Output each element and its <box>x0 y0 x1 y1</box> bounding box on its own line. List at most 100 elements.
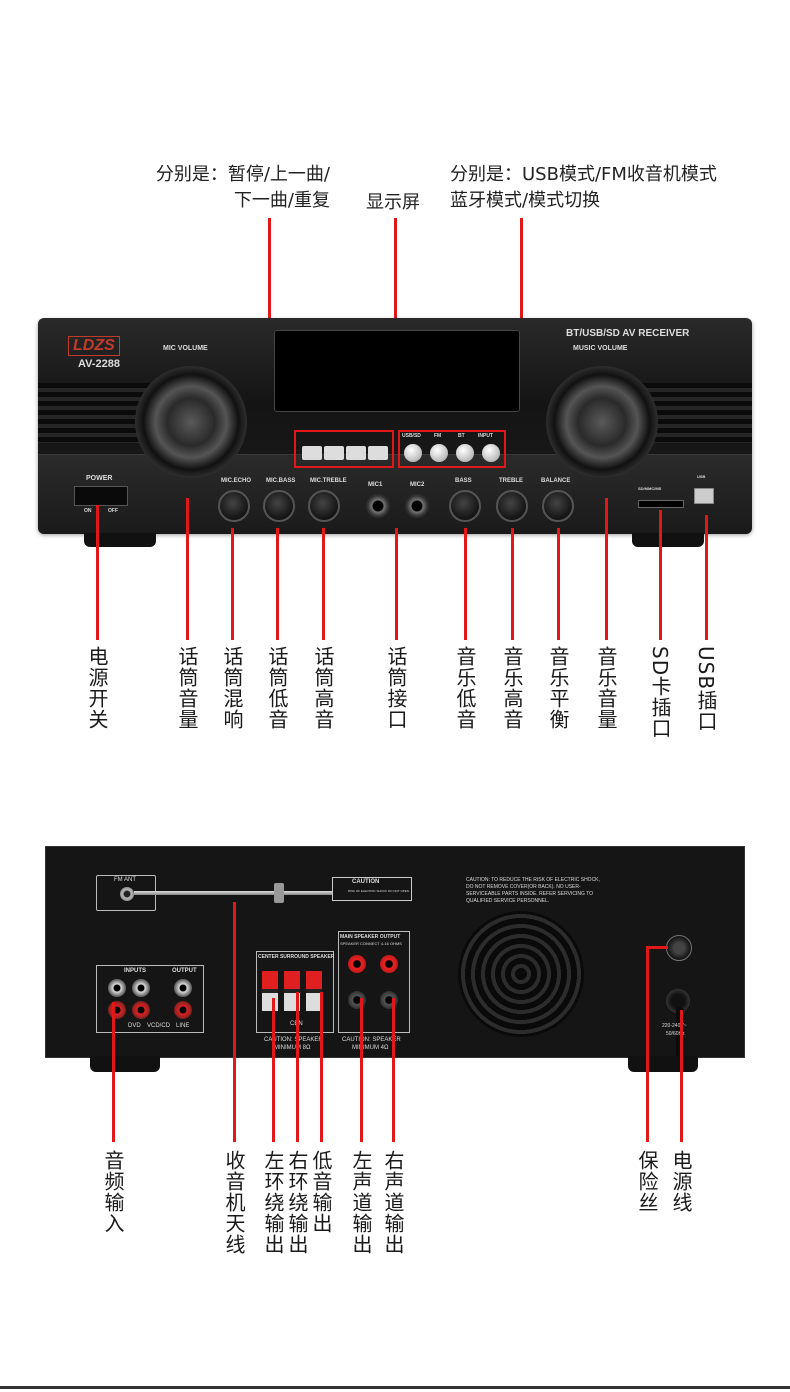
callout-playback-line1: 分别是：暂停/上一曲/ <box>155 164 330 185</box>
caution-text-4: QUALIFIED SERVICE PERSONNEL. <box>466 898 550 904</box>
bass-label: BASS <box>455 478 472 484</box>
rca-line-l[interactable] <box>174 979 192 997</box>
mic-bass-label: MIC.BASS <box>266 478 296 484</box>
label-mic-echo: 话筒混响 <box>220 646 244 730</box>
main-terminal-r-black[interactable] <box>348 991 366 1009</box>
rca-vcd-r[interactable] <box>132 1001 150 1019</box>
fm-antenna-rod[interactable] <box>134 891 332 895</box>
callout-display: 显示屏 <box>366 192 420 213</box>
fm-button[interactable] <box>430 444 448 462</box>
label-music-balance: 音乐平衡 <box>546 646 570 730</box>
inputs-label: INPUTS <box>124 968 147 974</box>
mode-label-usb: USB/SD <box>402 433 421 439</box>
prev-button[interactable] <box>324 446 344 460</box>
mode-label-bt: BT <box>458 433 465 439</box>
label-right-surround: 右环绕输出 <box>285 1150 309 1255</box>
rca-dvd-l[interactable] <box>108 979 126 997</box>
mic-volume-knob[interactable] <box>135 366 247 478</box>
treble-label: TREBLE <box>499 478 523 484</box>
speaker-connect-label: SPEAKER CONNECT 4-16 OHMS <box>340 941 402 946</box>
label-right-channel: 右声道输出 <box>381 1150 405 1255</box>
label-subwoofer: 低音输出 <box>309 1150 333 1234</box>
fm-ant-jack[interactable] <box>120 887 134 901</box>
line-right-channel <box>392 998 395 1142</box>
rca-dvd-r[interactable] <box>108 1001 126 1019</box>
input-button[interactable] <box>482 444 500 462</box>
line-fuse <box>646 946 649 1142</box>
label-sd-slot: SD卡插口 <box>648 646 672 740</box>
display-screen <box>274 330 520 412</box>
label-power: 电源开关 <box>85 646 109 730</box>
line-left-channel <box>360 998 363 1142</box>
next-button[interactable] <box>346 446 366 460</box>
rear-foot-left <box>90 1056 160 1072</box>
mic-treble-label: MIC.TREBLE <box>310 478 347 484</box>
callout-mode-line1: 分别是：USB模式/FM收音机模式 <box>450 164 717 185</box>
bass-knob[interactable] <box>449 490 481 522</box>
bottom-divider <box>0 1386 790 1389</box>
power-on-label: ON <box>84 508 92 514</box>
playback-button-bank <box>294 430 394 468</box>
line-usb-port <box>705 515 708 640</box>
mic-bass-knob[interactable] <box>263 490 295 522</box>
repeat-button[interactable] <box>368 446 388 460</box>
voltage-label: 220-240V~ <box>662 1023 687 1029</box>
mic-treble-knob[interactable] <box>308 490 340 522</box>
mode-button-bank: USB/SD FM BT INPUT <box>398 430 506 468</box>
label-fuse: 保险丝 <box>635 1150 659 1213</box>
caution-text-1: CAUTION: TO REDUCE THE RISK OF ELECTRIC … <box>466 877 600 883</box>
front-foot-right <box>632 533 704 547</box>
surround-terminal-l[interactable] <box>262 971 278 1011</box>
caution-text-3: SERVICEABLE PARTS INSIDE. REFER SERVICIN… <box>466 891 593 897</box>
surround-terminal-cen[interactable] <box>306 971 322 1011</box>
label-power-cord: 电源线 <box>669 1150 693 1213</box>
fm-antenna-clip <box>274 883 284 903</box>
balance-knob[interactable] <box>542 490 574 522</box>
callout-mode-buttons: 分别是：USB模式/FM收音机模式 蓝牙模式/模式切换 <box>450 162 717 214</box>
music-volume-knob[interactable] <box>546 366 658 478</box>
label-music-treble: 音乐高音 <box>500 646 524 730</box>
treble-knob[interactable] <box>496 490 528 522</box>
pause-button[interactable] <box>302 446 322 460</box>
label-mic-bass: 话筒低音 <box>265 646 289 730</box>
mic2-jack[interactable] <box>405 494 429 518</box>
callout-playback-line2: 下一曲/重复 <box>233 190 330 211</box>
mic-volume-label: MIC VOLUME <box>163 345 208 352</box>
line-fuse-h <box>646 946 668 949</box>
fan-grille <box>458 911 584 1037</box>
line-mic-jack <box>395 528 398 640</box>
front-foot-left <box>84 533 156 547</box>
sd-card-slot[interactable] <box>638 500 684 508</box>
mode-label-input: INPUT <box>478 433 493 439</box>
label-left-surround: 左环绕输出 <box>261 1150 285 1255</box>
main-terminal-l-red[interactable] <box>380 955 398 973</box>
line-mic-volume <box>186 498 189 640</box>
vcdcd-label: VCD/CD <box>147 1023 171 1029</box>
center-surround-block <box>256 951 334 1033</box>
label-audio-input: 音频输入 <box>101 1150 125 1234</box>
bt-button[interactable] <box>456 444 474 462</box>
main-terminal-r-red[interactable] <box>348 955 366 973</box>
line-subwoofer <box>320 992 323 1142</box>
caution-speaker-1: CAUTION: SPEAKER <box>264 1037 323 1043</box>
mic1-label: MIC1 <box>368 482 383 488</box>
fuse-holder[interactable] <box>666 935 692 961</box>
power-switch[interactable] <box>74 486 128 506</box>
mic-echo-label: MIC.ECHO <box>221 478 251 484</box>
callout-mode-line2: 蓝牙模式/模式切换 <box>450 190 601 211</box>
main-terminal-l-black[interactable] <box>380 991 398 1009</box>
mic1-jack[interactable] <box>366 494 390 518</box>
rca-vcd-l[interactable] <box>132 979 150 997</box>
label-mic-jack: 话筒接口 <box>384 646 408 730</box>
receiver-title: BT/USB/SD AV RECEIVER <box>566 328 690 339</box>
caution-speaker-2: MINIMUM 8Ω <box>274 1045 311 1051</box>
caution-title: CAUTION <box>352 879 380 885</box>
usb-port[interactable] <box>694 488 714 504</box>
mic-echo-knob[interactable] <box>218 490 250 522</box>
line-mic-treble <box>322 528 325 640</box>
line-mic-bass <box>276 528 279 640</box>
usb-sd-button[interactable] <box>404 444 422 462</box>
rear-panel: FM ANT CAUTION RISK OF ELECTRIC SHOCK DO… <box>45 846 745 1059</box>
rca-line-r[interactable] <box>174 1001 192 1019</box>
usb-label: USB <box>697 474 706 479</box>
